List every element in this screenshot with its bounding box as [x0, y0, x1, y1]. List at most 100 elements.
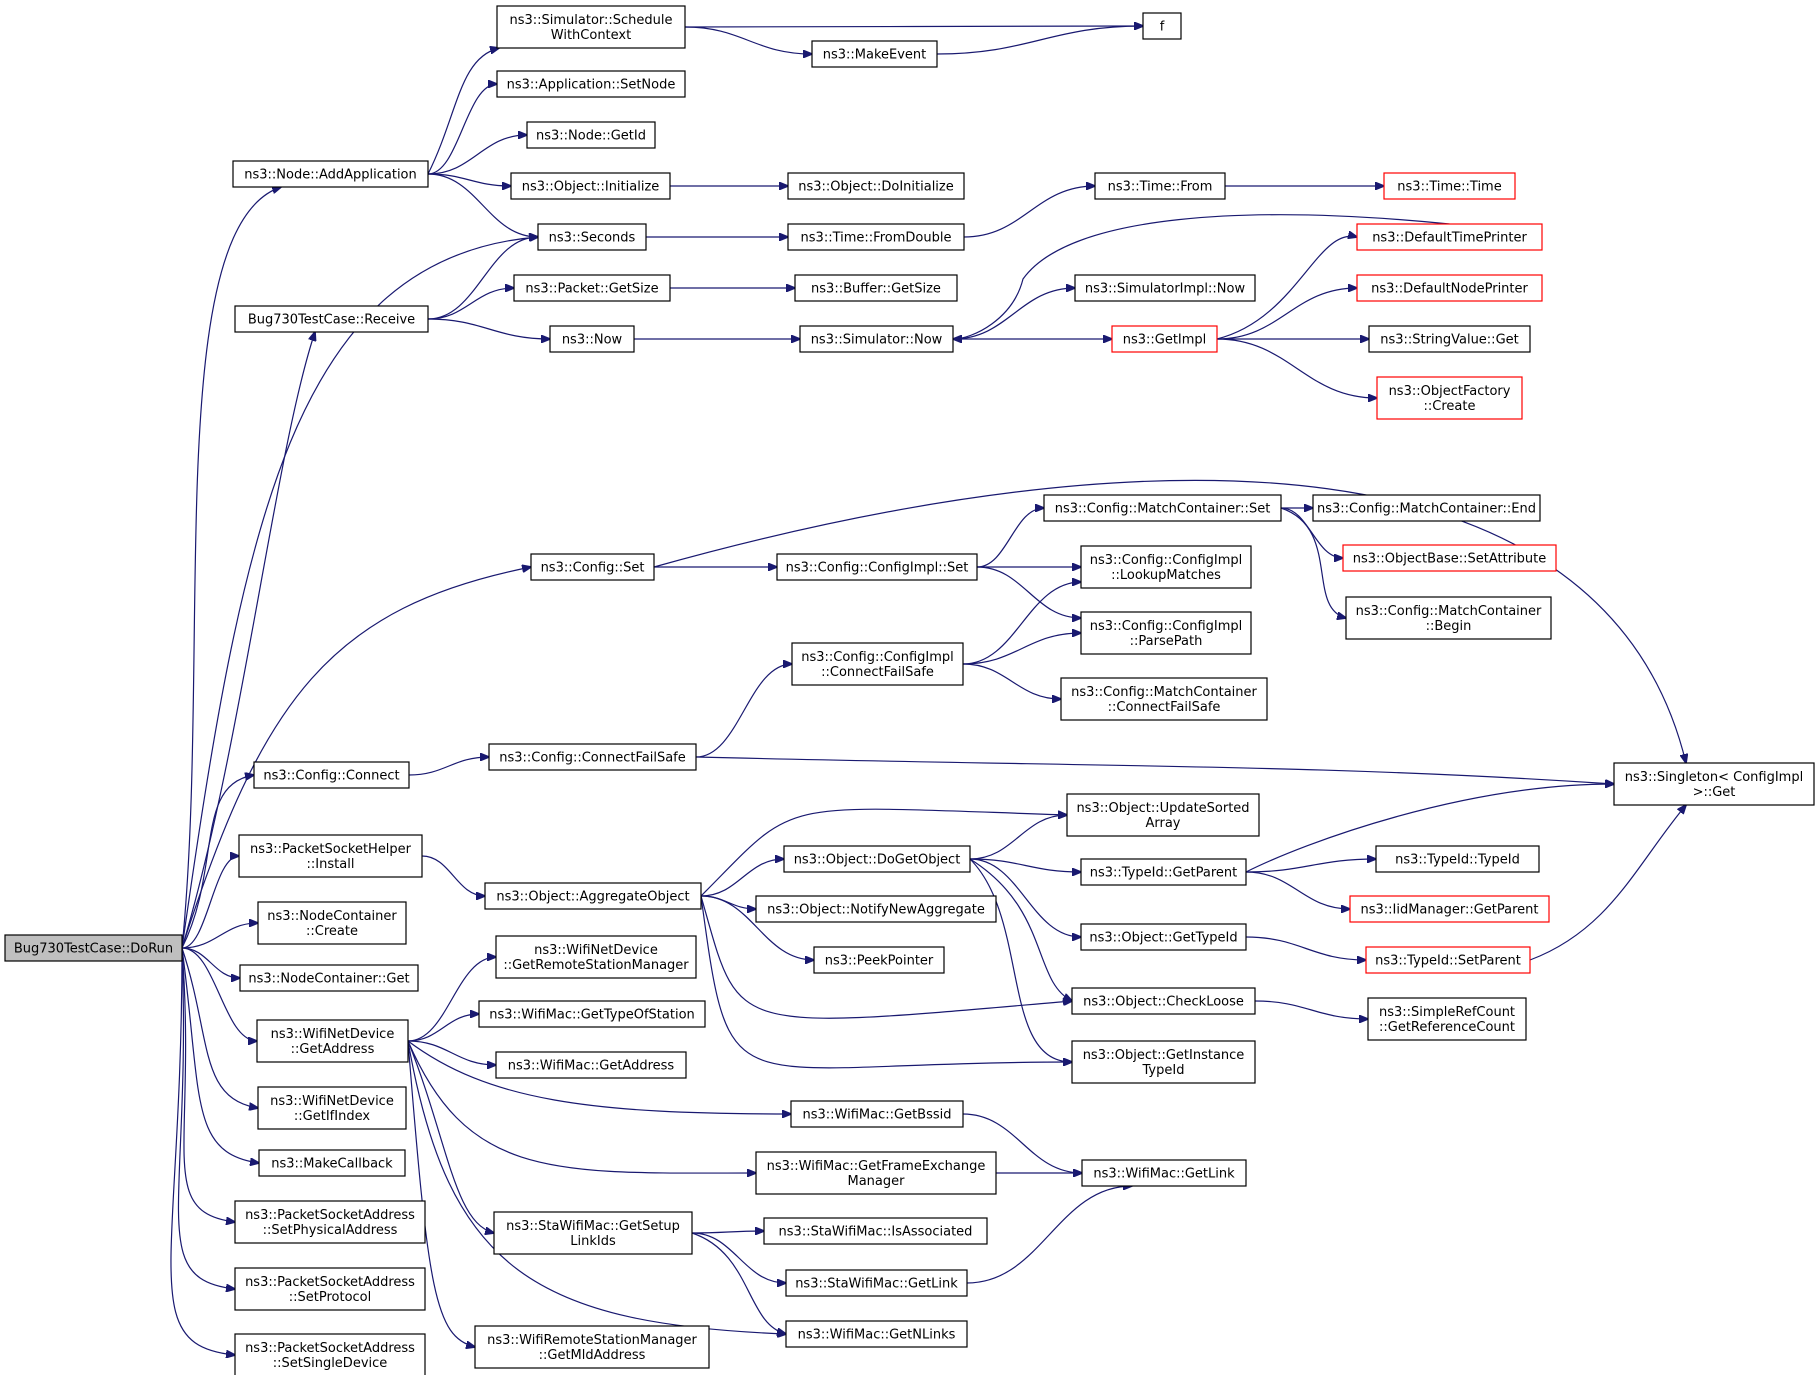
node-wmGetBssid[interactable]: ns3::WifiMac::GetBssid: [790, 1100, 964, 1128]
node-ciConnFS[interactable]: ns3::Config::ConfigImpl::ConnectFailSafe: [791, 642, 964, 686]
edge-receive-to-now: [427, 318, 550, 339]
node-wmGetLink[interactable]: ns3::WifiMac::GetLink: [1081, 1159, 1247, 1187]
node-psaSetSingle[interactable]: ns3::PacketSocketAddress::SetSingleDevic…: [234, 1333, 426, 1375]
node-label: ::GetMldAddress: [539, 1348, 646, 1363]
node-mcEnd[interactable]: ns3::Config::MatchContainer::End: [1312, 494, 1541, 522]
node-psaSetProto[interactable]: ns3::PacketSocketAddress::SetProtocol: [234, 1267, 426, 1311]
node-strValGet[interactable]: ns3::StringValue::Get: [1368, 325, 1531, 353]
node-label: ns3::WifiMac::GetFrameExchange: [767, 1159, 986, 1174]
node-singletonGet[interactable]: ns3::Singleton< ConfigImpl >::Get: [1613, 762, 1815, 806]
node-makeEvent[interactable]: ns3::MakeEvent: [811, 40, 938, 68]
node-label: ns3::Seconds: [549, 231, 636, 246]
edge-receive-to-seconds: [427, 237, 538, 320]
node-psaSetPhys[interactable]: ns3::PacketSocketAddress::SetPhysicalAdd…: [234, 1200, 426, 1244]
node-simNow[interactable]: ns3::Simulator::Now: [799, 325, 954, 353]
node-label: ns3::PacketSocketAddress: [245, 1208, 415, 1223]
node-typeIdSetParent[interactable]: ns3::TypeId::SetParent: [1365, 946, 1531, 974]
node-label: ns3::Application::SetNode: [507, 78, 676, 93]
node-configSet[interactable]: ns3::Config::Set: [530, 553, 655, 581]
node-mcConnFS[interactable]: ns3::Config::MatchContainer::ConnectFail…: [1060, 677, 1268, 721]
node-stawmIsAssoc[interactable]: ns3::StaWifiMac::IsAssociated: [763, 1217, 988, 1245]
node-f[interactable]: f: [1142, 12, 1182, 40]
node-wndGetIfIndex[interactable]: ns3::WifiNetDevice::GetIfIndex: [257, 1086, 407, 1130]
node-defTimePrinter[interactable]: ns3::DefaultTimePrinter: [1356, 223, 1543, 251]
node-box: [1356, 274, 1543, 302]
edge-doGetObject-to-checkLoose: [969, 858, 1072, 1001]
edge-dorun-to-psaSetPhys: [181, 947, 235, 1222]
node-mcSet[interactable]: ns3::Config::MatchContainer::Set: [1043, 494, 1282, 522]
node-wndGetAddress[interactable]: ns3::WifiNetDevice::GetAddress: [256, 1019, 409, 1063]
node-box: [232, 160, 429, 188]
node-appSetNode[interactable]: ns3::Application::SetNode: [496, 70, 686, 98]
node-cfgConnFS[interactable]: ns3::Config::ConnectFailSafe: [488, 743, 697, 771]
node-typeIdGetParent[interactable]: ns3::TypeId::GetParent: [1080, 858, 1247, 886]
node-peekPtr[interactable]: ns3::PeekPointer: [813, 946, 945, 974]
edge-dorun-to-receive: [181, 332, 315, 949]
edge-typeIdSetParent-to-singletonGet: [1529, 805, 1686, 961]
node-label: ns3::StaWifiMac::GetSetup: [506, 1219, 680, 1234]
node-notifyNewAgg[interactable]: ns3::Object::NotifyNewAggregate: [755, 895, 997, 923]
node-wrsmGetMld[interactable]: ns3::WifiRemoteStationManager::GetMldAdd…: [474, 1325, 710, 1369]
node-fromDouble[interactable]: ns3::Time::FromDouble: [787, 223, 965, 251]
node-parsePath[interactable]: ns3::Config::ConfigImpl::ParsePath: [1080, 611, 1252, 655]
node-label: ns3::Object::UpdateSorted: [1076, 801, 1249, 816]
node-ncCreate[interactable]: ns3::NodeContainer::Create: [257, 901, 407, 945]
node-addApp[interactable]: ns3::Node::AddApplication: [232, 160, 429, 188]
node-label: ns3::Config::ConfigImpl: [1090, 553, 1243, 568]
node-label: ns3::Config::ConnectFailSafe: [499, 751, 686, 766]
node-box: [478, 1000, 706, 1028]
node-iidMgrGetParent[interactable]: ns3::IidManager::GetParent: [1349, 895, 1550, 923]
node-obSetAttr[interactable]: ns3::ObjectBase::SetAttribute: [1342, 544, 1557, 572]
node-bufGetSize[interactable]: ns3::Buffer::GetSize: [794, 274, 958, 302]
node-getImpl[interactable]: ns3::GetImpl: [1111, 325, 1218, 353]
node-label: ns3::IidManager::GetParent: [1360, 903, 1538, 918]
node-now[interactable]: ns3::Now: [549, 325, 635, 353]
node-stawmGetLink[interactable]: ns3::StaWifiMac::GetLink: [785, 1269, 968, 1297]
node-timeFrom[interactable]: ns3::Time::From: [1094, 172, 1226, 200]
node-dorun[interactable]: Bug730TestCase::DoRun: [4, 934, 183, 962]
node-defNodePrinter[interactable]: ns3::DefaultNodePrinter: [1356, 274, 1543, 302]
node-seconds[interactable]: ns3::Seconds: [537, 223, 647, 251]
node-makeCallback[interactable]: ns3::MakeCallback: [258, 1149, 406, 1177]
node-psHelperInstall[interactable]: ns3::PacketSocketHelper::Install: [238, 834, 423, 878]
node-wmGetTypeOfStation[interactable]: ns3::WifiMac::GetTypeOfStation: [478, 1000, 706, 1028]
node-box: [1613, 762, 1815, 806]
node-wmGetNLinks[interactable]: ns3::WifiMac::GetNLinks: [785, 1320, 968, 1348]
node-timeTime[interactable]: ns3::Time::Time: [1383, 172, 1516, 200]
node-typeIdTypeId[interactable]: ns3::TypeId::TypeId: [1375, 845, 1540, 873]
node-aggObj[interactable]: ns3::Object::AggregateObject: [484, 882, 702, 910]
node-receive[interactable]: Bug730TestCase::Receive: [234, 305, 429, 333]
node-mcBegin[interactable]: ns3::Config::MatchContainer::Begin: [1345, 596, 1552, 640]
node-checkLoose[interactable]: ns3::Object::CheckLoose: [1071, 987, 1256, 1015]
node-cfgConnect[interactable]: ns3::Config::Connect: [253, 761, 410, 789]
node-box: [1365, 946, 1531, 974]
edge-wndGetAddress-to-stawmGetSetup: [407, 1040, 494, 1233]
node-objDoInit[interactable]: ns3::Object::DoInitialize: [787, 172, 965, 200]
edge-addApp-to-objInit: [427, 173, 511, 186]
node-pktGetSize[interactable]: ns3::Packet::GetSize: [513, 274, 671, 302]
node-doGetObject[interactable]: ns3::Object::DoGetObject: [783, 845, 971, 873]
node-wndGetRSM[interactable]: ns3::WifiNetDevice::GetRemoteStationMana…: [495, 935, 697, 979]
node-objFactCreate[interactable]: ns3::ObjectFactory::Create: [1376, 376, 1523, 420]
node-objInit[interactable]: ns3::Object::Initialize: [510, 172, 671, 200]
node-box: [776, 553, 978, 581]
node-wmGetAddress[interactable]: ns3::WifiMac::GetAddress: [495, 1051, 687, 1079]
node-lookupMatches[interactable]: ns3::Config::ConfigImpl::LookupMatches: [1080, 545, 1252, 589]
node-ciSet[interactable]: ns3::Config::ConfigImpl::Set: [776, 553, 978, 581]
node-nodeGetId[interactable]: ns3::Node::GetId: [526, 121, 656, 149]
node-label: ns3::Config::ConfigImpl: [1090, 619, 1243, 634]
node-srcGetRefCount[interactable]: ns3::SimpleRefCount::GetReferenceCount: [1367, 997, 1527, 1041]
node-label: ns3::WifiMac::GetLink: [1093, 1167, 1235, 1182]
node-objGetTypeId[interactable]: ns3::Object::GetTypeId: [1080, 923, 1247, 951]
node-label: ns3::Object::DoInitialize: [798, 180, 954, 195]
node-box: [1345, 596, 1552, 640]
node-ncGet[interactable]: ns3::NodeContainer::Get: [239, 964, 419, 992]
node-simImplNow[interactable]: ns3::SimulatorImpl::Now: [1074, 274, 1256, 302]
node-box: [549, 325, 635, 353]
